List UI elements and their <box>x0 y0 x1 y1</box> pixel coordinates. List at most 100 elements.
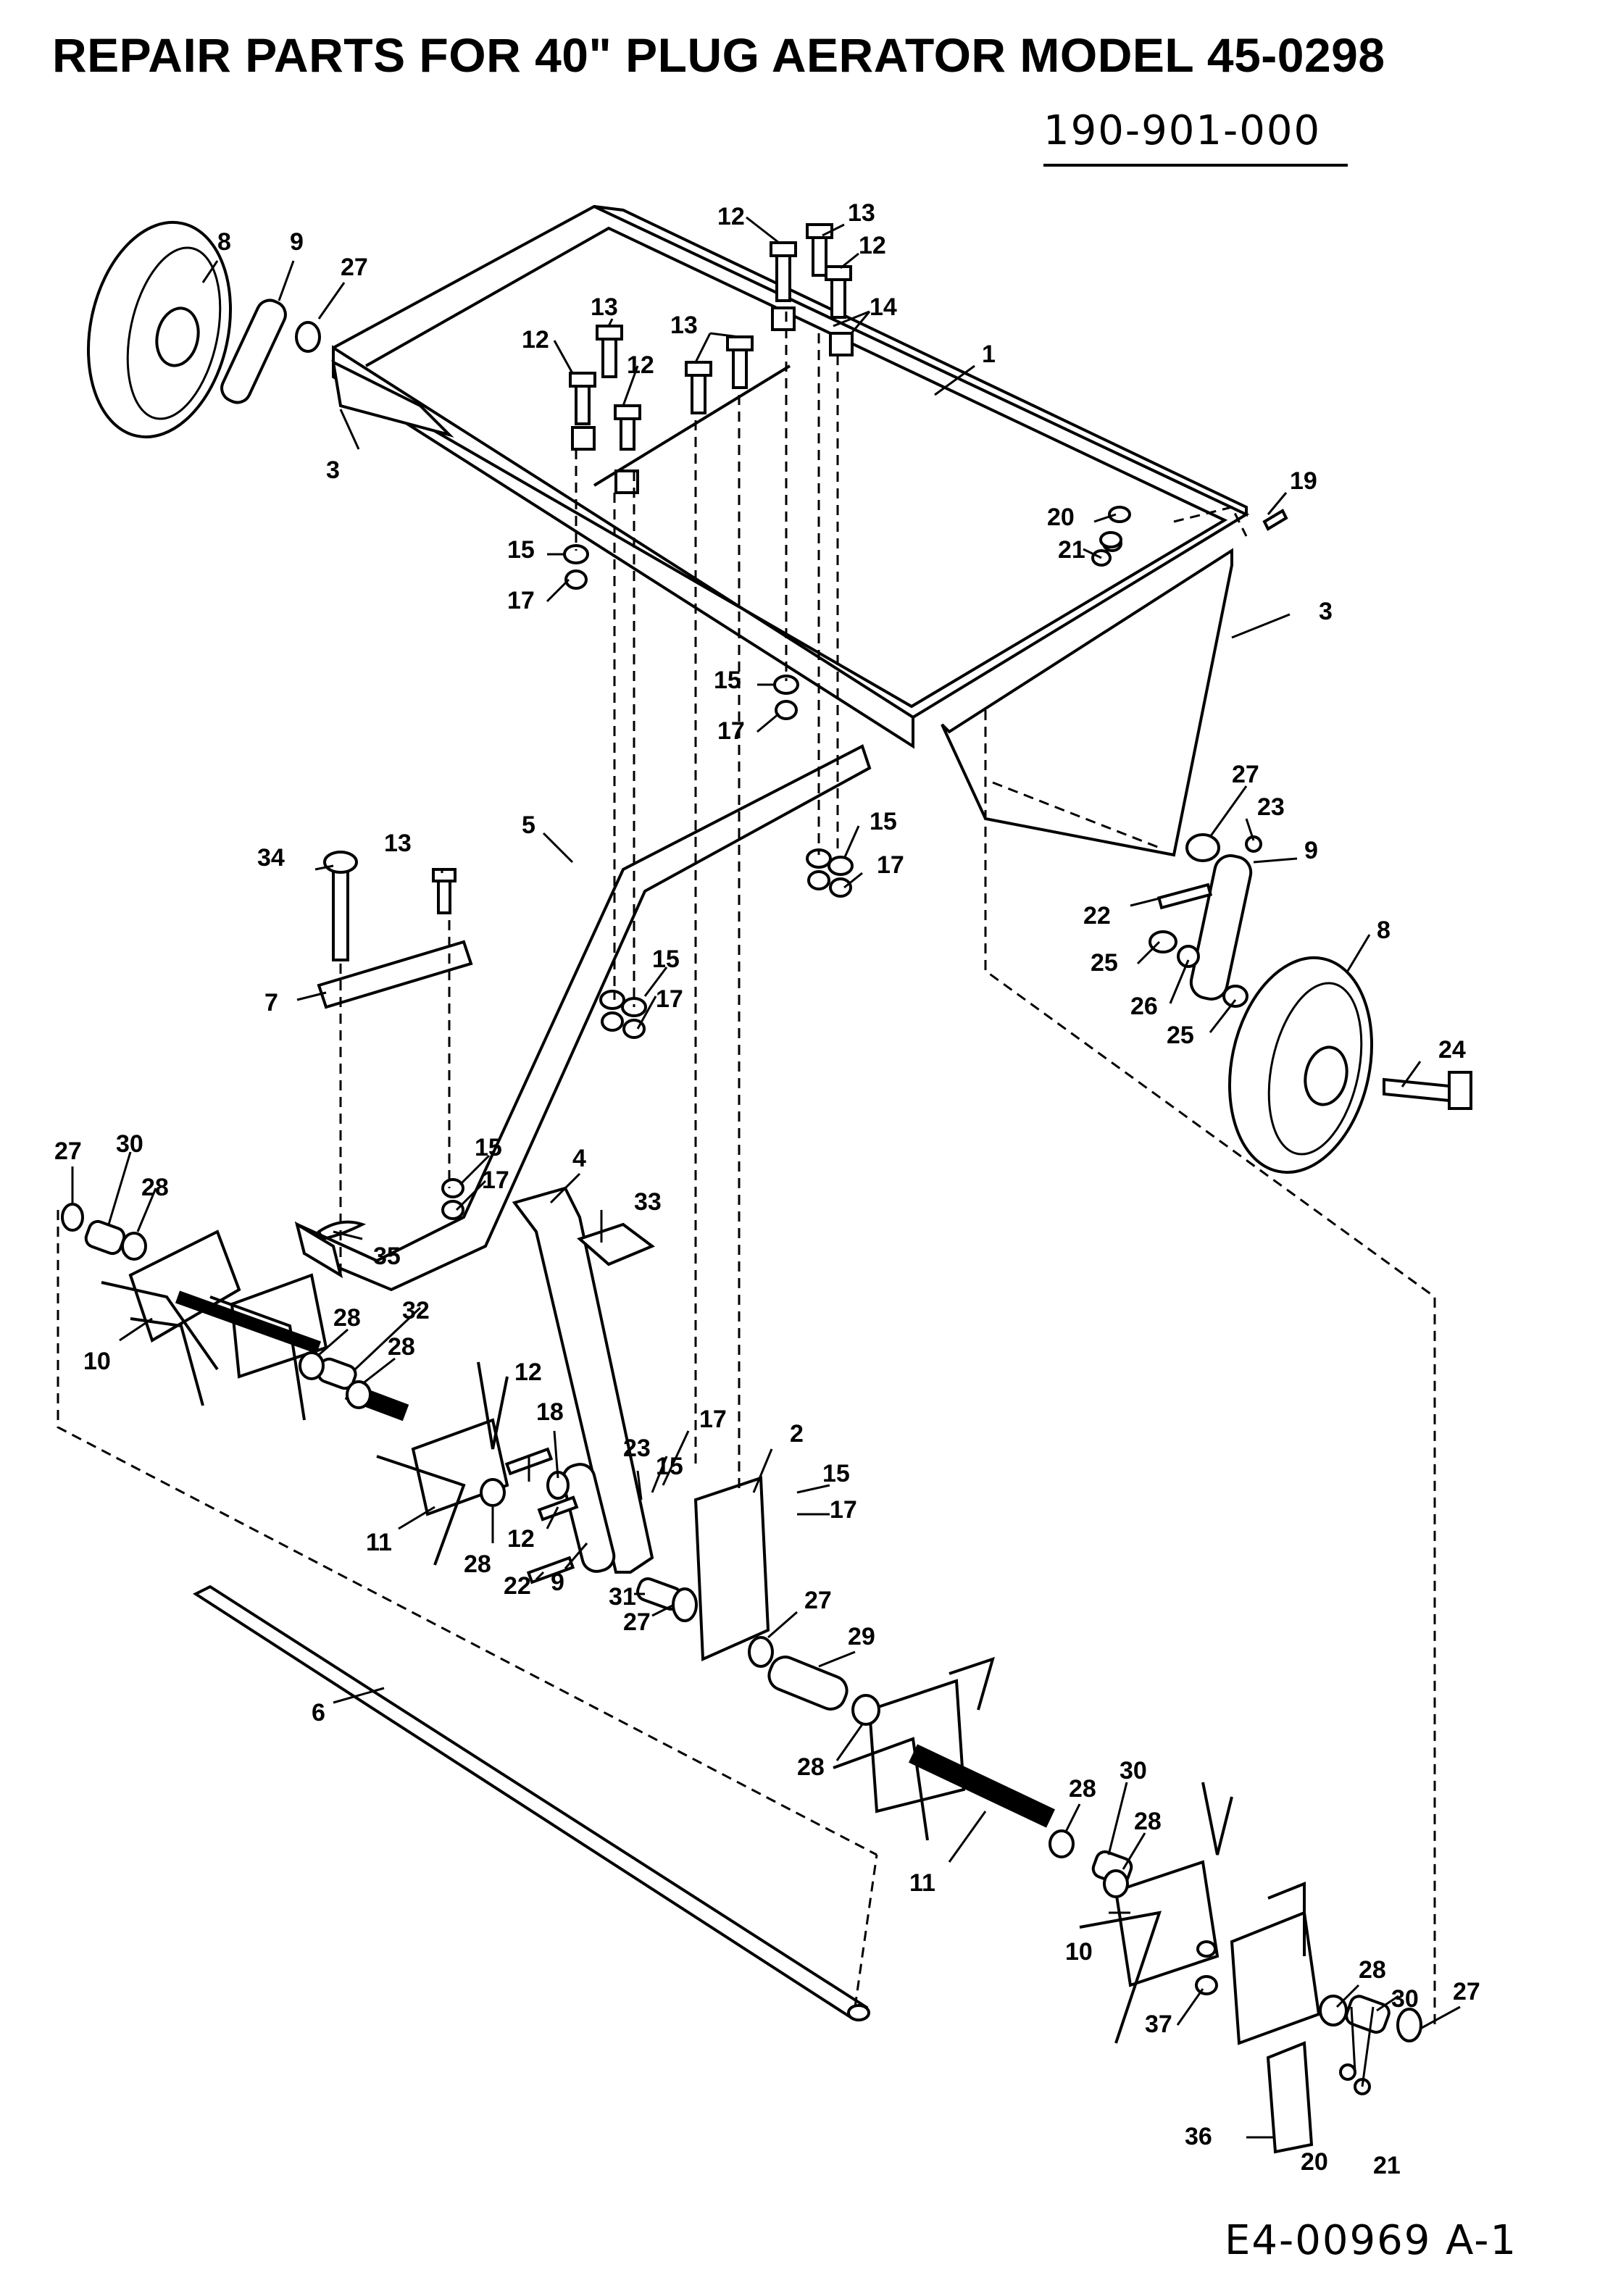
callout-12-d: 12 <box>627 351 654 379</box>
callout-12-e: 12 <box>514 1358 542 1386</box>
callout-20-top: 20 <box>1047 504 1075 531</box>
callout-12-c: 12 <box>522 326 549 354</box>
callout-20-bottom: 20 <box>1301 2148 1328 2176</box>
callout-12-b: 12 <box>859 232 886 259</box>
callout-29: 29 <box>848 1623 875 1650</box>
drawing-number: E4-00969 A-1 <box>1225 2217 1518 2264</box>
callout-4: 4 <box>572 1145 586 1172</box>
callout-28-a: 28 <box>141 1174 169 1201</box>
axle-left <box>175 1290 322 1354</box>
callout-25-a: 25 <box>1091 949 1118 977</box>
washer-27-c <box>61 1203 84 1232</box>
tine-36 <box>1266 2041 1314 2154</box>
main-frame-part <box>332 204 1250 749</box>
callout-27-a: 27 <box>341 254 368 281</box>
callout-15-f: 15 <box>656 1453 683 1480</box>
hitch-bracket <box>317 940 473 1009</box>
callout-12-f: 12 <box>507 1525 535 1553</box>
callout-28-g: 28 <box>1134 1808 1162 1835</box>
page-title: REPAIR PARTS FOR 40" PLUG AERATOR MODEL … <box>52 28 1385 82</box>
lever-pad <box>577 1222 655 1266</box>
callout-22-lower: 22 <box>504 1572 531 1600</box>
lift-lever <box>512 1186 654 1574</box>
tine-wheel-far-right <box>1230 1882 1321 2045</box>
callout-32: 32 <box>402 1297 430 1324</box>
callout-23-right: 23 <box>1257 793 1285 821</box>
callout-17-b: 17 <box>717 717 745 745</box>
spacer-30-a <box>84 1219 126 1256</box>
callout-17-d: 17 <box>656 985 683 1013</box>
callout-30-a: 30 <box>116 1130 143 1158</box>
callout-13-c: 13 <box>670 312 698 339</box>
callout-9-right: 9 <box>1304 837 1318 864</box>
wheel-arm-right <box>1189 854 1253 1001</box>
spacer-30-c <box>1345 1995 1391 2034</box>
callout-23-lower: 23 <box>623 1435 651 1462</box>
wheel-right <box>1227 956 1374 1174</box>
callout-27-f: 27 <box>1453 1978 1480 2005</box>
callout-35: 35 <box>373 1243 401 1270</box>
callout-9-lever: 9 <box>551 1569 564 1596</box>
tow-bar <box>295 744 872 1292</box>
callout-27-c: 27 <box>54 1137 82 1165</box>
callout-37: 37 <box>1145 2011 1172 2038</box>
lever-bracket <box>693 1476 770 1662</box>
callout-28-h: 28 <box>1359 1956 1386 1984</box>
callout-30-c: 30 <box>1391 1985 1419 2013</box>
callout-17-a: 17 <box>507 587 535 614</box>
washer-27-d <box>748 1636 774 1668</box>
callout-5: 5 <box>522 811 535 839</box>
callout-13-a: 13 <box>848 199 875 227</box>
callout-15-g: 15 <box>822 1460 850 1487</box>
callout-28-b: 28 <box>333 1304 361 1332</box>
callout-34: 34 <box>257 844 285 872</box>
callout-24: 24 <box>1438 1036 1466 1064</box>
callout-21-bottom: 21 <box>1373 2152 1401 2179</box>
side-bracket-left <box>331 359 454 438</box>
callout-15-b: 15 <box>714 667 741 694</box>
callout-11-right: 11 <box>909 1869 935 1897</box>
tine-wheel-11-mid <box>376 1361 509 1566</box>
washer-27-e <box>1396 2008 1422 2042</box>
callout-13-d: 13 <box>384 830 412 857</box>
callout-2: 2 <box>790 1420 804 1448</box>
callout-15-c: 15 <box>870 808 897 835</box>
callout-21-top: 21 <box>1058 536 1085 564</box>
tine-wheel-11-right <box>833 1656 995 1841</box>
callout-13-b: 13 <box>591 293 618 321</box>
callout-27-d: 27 <box>623 1608 651 1636</box>
axle-right <box>909 1744 1055 1828</box>
axle-bolt <box>1383 1077 1458 1103</box>
callout-27-e: 27 <box>804 1587 832 1614</box>
callout-28-c: 28 <box>388 1333 415 1361</box>
callout-11-mid: 11 <box>366 1529 392 1556</box>
callout-1: 1 <box>982 341 996 368</box>
callout-25-b: 25 <box>1167 1022 1194 1049</box>
callout-31: 31 <box>609 1583 636 1611</box>
hairpin-clip <box>317 1220 367 1241</box>
callout-17-e: 17 <box>482 1166 509 1194</box>
callout-10-right: 10 <box>1065 1938 1093 1966</box>
callout-26: 26 <box>1130 993 1158 1020</box>
frame-cross-strap <box>593 364 791 487</box>
callout-30-b: 30 <box>1120 1757 1147 1784</box>
frame-bolts <box>569 223 854 494</box>
callout-15-d: 15 <box>652 945 680 973</box>
callout-17-f: 17 <box>699 1406 727 1433</box>
washer-27-b <box>1185 833 1220 862</box>
callout-10-left: 10 <box>83 1348 111 1375</box>
spacer-29 <box>767 1656 849 1711</box>
callout-labels: 1 2 3 3 4 5 6 7 8 8 9 9 9 10 10 11 11 12… <box>54 199 1480 2179</box>
callout-8-right: 8 <box>1377 917 1391 944</box>
frame-nuts <box>563 506 1288 720</box>
lever-link <box>561 1463 616 1573</box>
callout-17-g: 17 <box>830 1496 857 1524</box>
callout-17-c: 17 <box>877 851 904 879</box>
tine-wheel-10-left <box>101 1230 241 1406</box>
callout-27-b: 27 <box>1232 761 1259 788</box>
callout-3-left: 3 <box>326 456 340 484</box>
wheel-arm-left <box>220 299 287 404</box>
washer-27-a <box>295 321 321 353</box>
